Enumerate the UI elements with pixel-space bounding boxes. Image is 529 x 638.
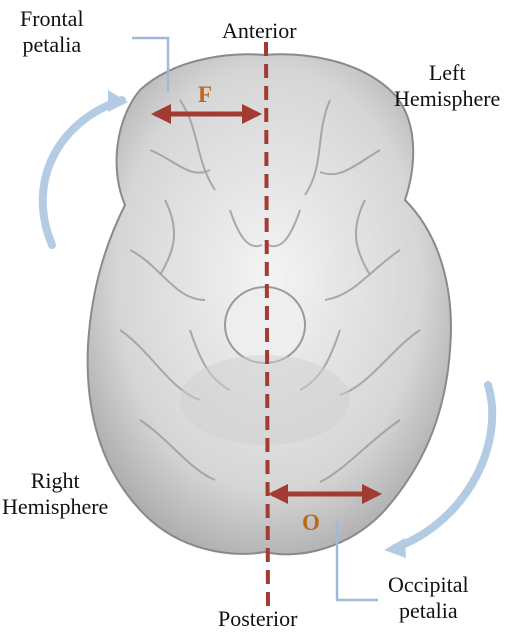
left-hemisphere-label: Left Hemisphere bbox=[394, 60, 500, 112]
right-hemisphere-line-2: Hemisphere bbox=[2, 494, 108, 520]
occipital-petalia-line-2: petalia bbox=[388, 598, 469, 624]
frontal-marker: F bbox=[198, 82, 212, 108]
brainstem bbox=[225, 287, 305, 363]
occipital-marker: O bbox=[302, 510, 320, 536]
anterior-label: Anterior bbox=[222, 18, 297, 44]
posterior-label: Posterior bbox=[218, 606, 297, 632]
frontal-petalia-line-2: petalia bbox=[20, 32, 84, 58]
frontal-petalia-label: Frontal petalia bbox=[20, 6, 84, 58]
left-hemisphere-line-2: Hemisphere bbox=[394, 86, 500, 112]
right-hemisphere-line-1: Right bbox=[2, 468, 108, 494]
cerebellum-shadow bbox=[180, 355, 350, 445]
frontal-petalia-line-1: Frontal bbox=[20, 6, 84, 32]
right-hemisphere-label: Right Hemisphere bbox=[2, 468, 108, 520]
occipital-petalia-label: Occipital petalia bbox=[388, 572, 469, 624]
brain-illustration bbox=[88, 54, 451, 554]
left-curved-arrow bbox=[43, 90, 128, 245]
left-hemisphere-line-1: Left bbox=[394, 60, 500, 86]
occipital-petalia-line-1: Occipital bbox=[388, 572, 469, 598]
